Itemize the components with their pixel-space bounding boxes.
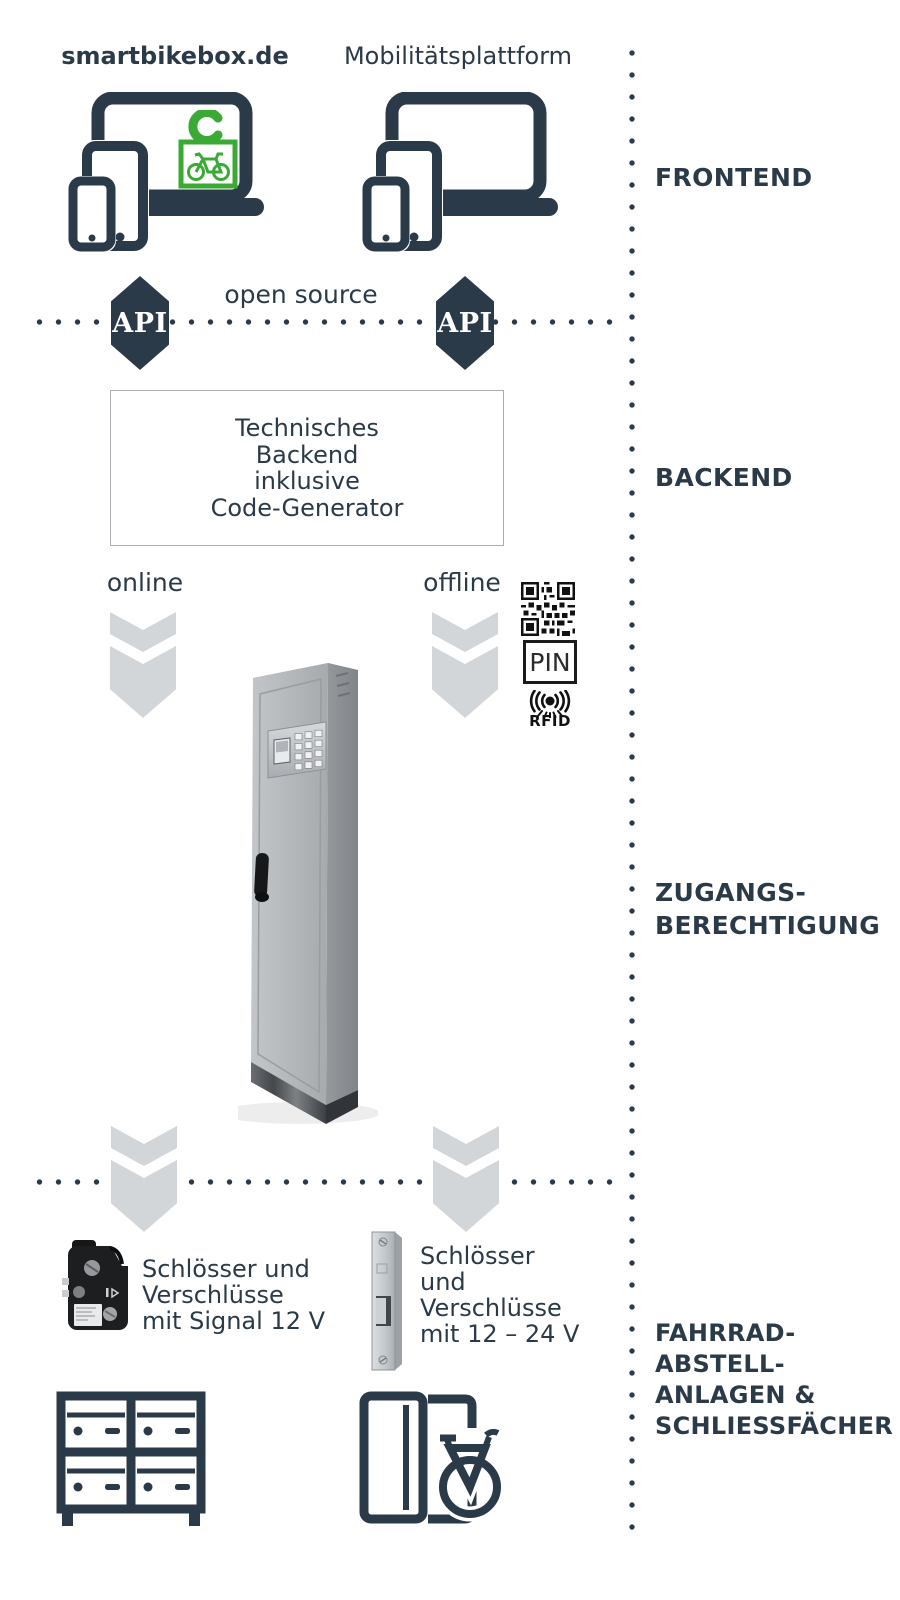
backend-box-line4: Code-Generator (210, 493, 404, 522)
chevron-down-icon (433, 1126, 499, 1232)
chevron-down-icon (111, 1126, 177, 1232)
backend-box-line3: inklusive (254, 467, 360, 495)
offline-label: offline (423, 568, 501, 597)
section-divider-dotted-line (629, 42, 635, 1532)
devices-icon-smartbikebox (68, 92, 264, 252)
section-label-access-line1: ZUGANGS- (655, 878, 807, 907)
rfid-icon (529, 690, 571, 718)
api-hexagon-left: API (111, 276, 169, 370)
section-label-facilities-line2: ABSTELL- (655, 1350, 785, 1378)
electronic-lock-image (62, 1240, 130, 1330)
lock-left-caption-line2: Verschlüsse (142, 1281, 284, 1309)
section-label-facilities-line1: FAHRRAD- (655, 1319, 796, 1347)
devices-icon-platform (362, 92, 558, 252)
api-label-left: API (112, 307, 168, 339)
pin-icon: PIN (523, 640, 577, 684)
backend-box-line1: Technisches (235, 414, 379, 442)
online-label: online (106, 568, 184, 597)
locker-cabinet-image (238, 663, 378, 1124)
technical-backend-box: Technisches Backend inklusive Code-Gener… (110, 390, 504, 546)
chevron-down-icon (432, 612, 498, 718)
api-label-right: API (437, 307, 493, 339)
lock-right-caption-line2: und (420, 1268, 466, 1296)
section-label-facilities: FAHRRAD- ABSTELL- ANLAGEN & SCHLIESSFÄCH… (655, 1318, 893, 1442)
section-label-access-line2: BERECHTIGUNG (655, 911, 881, 940)
site-title: smartbikebox.de (61, 42, 289, 70)
section-label-facilities-line4: SCHLIESSFÄCHER (655, 1412, 894, 1440)
section-dotted-line (30, 1179, 618, 1185)
chevron-down-icon (110, 612, 176, 718)
lock-right-caption-line1: Schlösser (420, 1242, 535, 1270)
backend-box-line2: Backend (255, 440, 359, 469)
rfid-label: RFID (529, 712, 571, 730)
bike-lock-logo-icon (178, 110, 238, 189)
lock-right-caption: Schlösser und Verschlüsse mit 12 – 24 V (420, 1243, 579, 1347)
section-label-facilities-line3: ANLAGEN & (655, 1381, 816, 1409)
qr-code-icon (521, 582, 575, 636)
section-label-access: ZUGANGS- BERECHTIGUNG (655, 876, 880, 942)
section-label-backend: BACKEND (655, 463, 793, 492)
api-hexagon-right: API (436, 276, 494, 370)
lock-right-caption-line4: mit 12 – 24 V (420, 1320, 580, 1348)
section-label-frontend: FRONTEND (655, 163, 813, 192)
pin-label: PIN (529, 647, 571, 677)
lock-left-caption-line1: Schlösser und (142, 1255, 310, 1283)
lock-left-caption: Schlösser und Verschlüsse mit Signal 12 … (142, 1256, 325, 1334)
platform-title: Mobilitätsplattform (343, 42, 573, 70)
api-dotted-line (30, 319, 618, 325)
bike-box-icon (359, 1391, 504, 1524)
locker-bank-icon (56, 1391, 206, 1526)
open-source-label: open source (218, 280, 384, 309)
strike-plate-lock-image (371, 1231, 402, 1371)
lock-left-caption-line3: mit Signal 12 V (142, 1307, 326, 1335)
lock-right-caption-line3: Verschlüsse (420, 1294, 562, 1322)
